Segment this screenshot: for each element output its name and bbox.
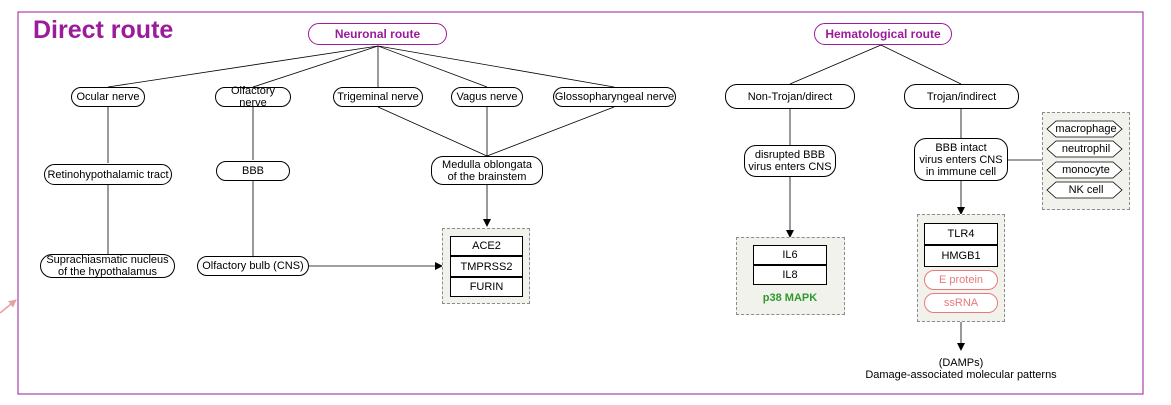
olfactory-bulb-node: Olfactory bulb (CNS) [197,256,309,276]
page-title: Direct route [33,16,174,44]
ssrna-oval: ssRNA [924,293,998,313]
il8-box: IL8 [753,265,827,285]
non-trojan-node: Non-Trojan/direct [725,84,855,109]
ace2-box: ACE2 [450,236,523,256]
nk-cell-hexagon [1046,181,1123,199]
tmprss2-box: TMPRSS2 [450,256,523,277]
external-arrow [0,299,17,314]
hmgb1-box: HMGB1 [924,245,998,267]
olfactory-nerve-node: Olfactory nerve [215,85,291,109]
vagus-nerve-node: Vagus nerve [451,87,523,107]
monocyte-label: monocyte [1062,164,1110,176]
bbb-intact-node: BBB intact virus enters CNS in immune ce… [914,138,1008,181]
e-protein-oval: E protein [924,270,998,290]
hematological-edges [786,44,1042,351]
glossopharyngeal-nerve-node: Glossopharyngeal nerve [553,87,676,107]
disrupted-bbb-node: disrupted BBB virus enters CNS [744,145,836,177]
furin-box: FURIN [450,277,523,297]
retinohypothalamic-tract-node: Retinohypothalamic tract [44,164,172,185]
p38-mapk-label: p38 MAPK [762,292,818,304]
ocular-nerve-node: Ocular nerve [71,87,145,107]
tlr4-box: TLR4 [924,223,998,245]
trigeminal-nerve-node: Trigeminal nerve [333,87,423,107]
monocyte-hexagon [1046,161,1123,179]
suprachiasmatic-nucleus-node: Suprachiasmatic nucleus of the hypothala… [40,254,175,278]
il6-box: IL6 [753,245,827,265]
macrophage-hexagon [1046,120,1123,138]
diagram-frame [17,11,1144,395]
neuronal-edges [107,45,615,270]
macrophage-label: macrophage [1055,123,1117,135]
neutrophil-hexagon [1046,140,1123,158]
damps-label: (DAMPs) Damage-associated molecular patt… [865,357,1057,381]
bbb-node: BBB [216,161,290,181]
neuronal-route-header: Neuronal route [308,23,447,45]
neutrophil-label: neutrophil [1061,143,1111,155]
hematological-route-header: Hematological route [814,23,952,45]
trojan-node: Trojan/indirect [904,84,1019,109]
nk-cell-label: NK cell [1068,184,1104,196]
medulla-oblongata-node: Medulla oblongata of the brainstem [431,156,543,185]
